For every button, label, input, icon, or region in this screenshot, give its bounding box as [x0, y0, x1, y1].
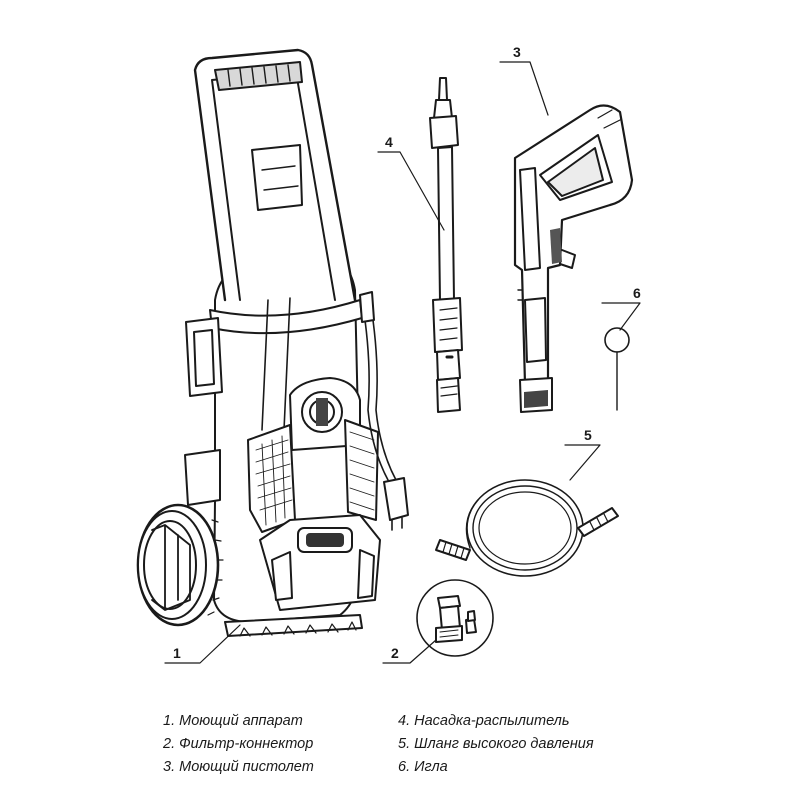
- spray-gun: [513, 104, 634, 413]
- leader-4: [377, 151, 445, 231]
- callout-number-2: 2: [391, 645, 399, 661]
- leader-lines: [164, 61, 641, 664]
- leader-2: [382, 639, 437, 664]
- callout-number-4: 4: [385, 134, 393, 150]
- legend-right-column: 4. Насадка-распылитель 5. Шланг высокого…: [398, 710, 594, 779]
- legend-item-6: 6. Игла: [398, 759, 448, 775]
- pressure-washer-unit: [136, 48, 409, 637]
- callout-number-6: 6: [633, 285, 641, 301]
- leader-5: [564, 444, 601, 481]
- leader-1: [164, 624, 241, 664]
- legend-item-1: 1. Моющий аппарат: [163, 713, 303, 729]
- leader-3: [499, 61, 549, 116]
- callout-number-3: 3: [513, 44, 521, 60]
- legend-item-4: 4. Насадка-распылитель: [398, 713, 570, 729]
- legend-item-2: 2. Фильтр-коннектор: [163, 736, 314, 752]
- callout-number-1: 1: [173, 645, 181, 661]
- spray-lance: [429, 77, 463, 413]
- leader-6: [601, 302, 641, 331]
- high-pressure-hose: [435, 479, 619, 577]
- legend-left-column: 1. Моющий аппарат 2. Фильтр-коннектор 3.…: [163, 710, 314, 779]
- filter-connector: [416, 579, 494, 657]
- legend-item-3: 3. Моющий пистолет: [163, 759, 314, 775]
- legend-item-5: 5. Шланг высокого давления: [398, 736, 594, 752]
- cleaning-needle: [604, 327, 630, 411]
- callout-number-5: 5: [584, 427, 592, 443]
